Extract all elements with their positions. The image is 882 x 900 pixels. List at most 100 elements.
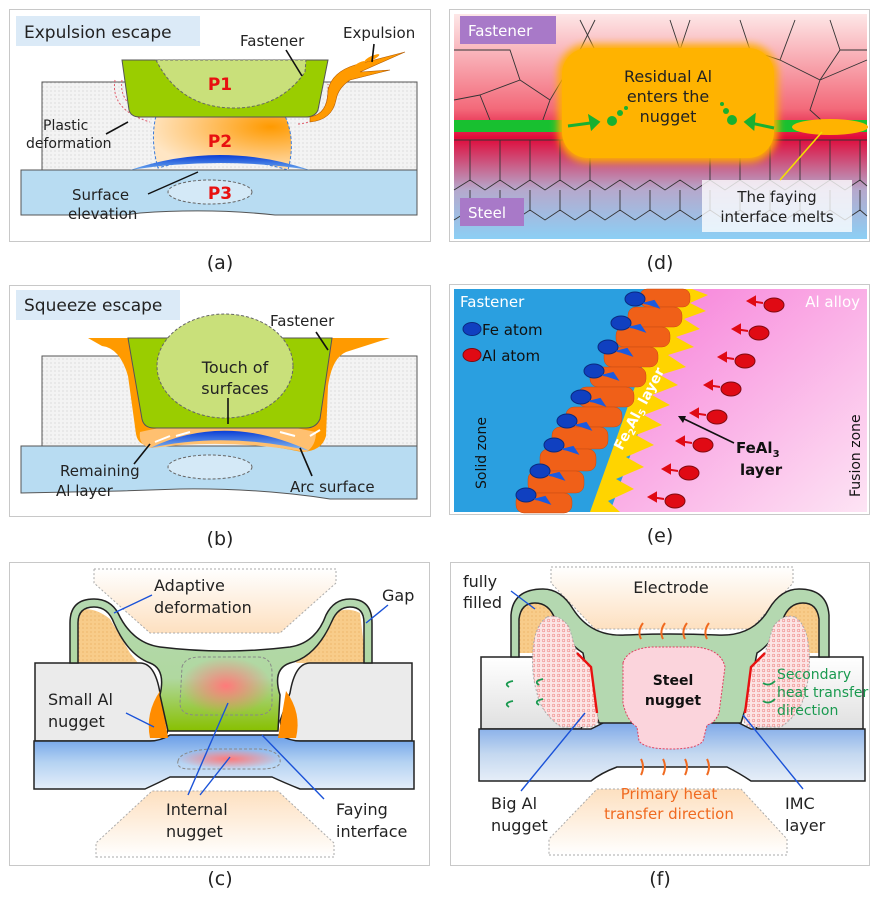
panel-title: Squeeze escape — [24, 296, 162, 316]
label-p2: P2 — [208, 132, 232, 152]
p1-region — [155, 59, 307, 109]
fastener-arrow — [285, 49, 303, 77]
caption-e: (e) — [646, 525, 674, 547]
steel-tag — [460, 198, 524, 226]
label-steel: Steel — [468, 204, 506, 222]
label-remaining-1: Remaining — [60, 462, 140, 480]
title-box — [16, 16, 200, 46]
label-fastener: Fastener — [468, 22, 533, 40]
right-al-sheet — [279, 662, 413, 742]
remaining-arrow — [133, 443, 151, 465]
title-box — [16, 290, 180, 320]
squeeze-arrows — [154, 429, 321, 443]
elevation-arrow — [147, 171, 199, 195]
label-internal-1: Internal — [166, 800, 228, 819]
faying-label-box — [702, 180, 852, 232]
label-al-atom: Al atom — [482, 347, 540, 365]
left-imc-layer — [576, 652, 599, 714]
fe-diffusion-arrows — [533, 299, 661, 505]
green-arrows — [567, 112, 775, 132]
label-gap: Gap — [382, 586, 414, 605]
fully-filled-arrow — [510, 590, 536, 610]
al-droplets — [607, 102, 737, 126]
arc-surface — [150, 430, 310, 451]
big-al-arrow — [520, 712, 586, 792]
right-imc-layer — [743, 652, 766, 714]
caption-c: (c) — [207, 868, 233, 890]
fe-atom-legend-icon — [462, 322, 482, 336]
fastener-core — [156, 313, 294, 419]
left-big-al-nugget — [532, 615, 599, 728]
label-fully: fully — [463, 572, 497, 591]
arc-arrow — [299, 447, 313, 477]
label-big-al-1: Big Al — [491, 794, 537, 813]
expulsion-arrow — [371, 43, 375, 63]
label-faying-1: The faying — [736, 188, 816, 206]
label-feal3: FeAl3 — [736, 439, 780, 460]
al-atom-legend-icon — [462, 348, 482, 362]
label-fusion-zone: Fusion zone — [848, 414, 864, 497]
label-faying-2: interface — [336, 822, 407, 841]
al-diffusion-arrows — [646, 295, 764, 503]
small-al-arrow — [125, 712, 155, 728]
label-filled-text: filled — [463, 593, 502, 612]
panel-a-expulsion-escape: Expulsion escape P1 P2 P3 Fastener Expul… — [9, 9, 431, 242]
label-primary-1: Primary heat — [621, 785, 718, 803]
label-arc-surface: Arc surface — [290, 478, 375, 496]
fastener-arrow — [315, 331, 329, 351]
label-primary-2: transfer direction — [604, 805, 734, 823]
panel-e-imc-formation: Fe atom Al atom Fastener Al alloy Solid … — [449, 284, 870, 515]
label-plastic: Plastic — [43, 118, 88, 134]
plastic-arrow — [105, 121, 129, 135]
label-feal3-layer: layer — [740, 461, 783, 479]
caption-a: (a) — [206, 252, 234, 274]
steel-core — [167, 454, 253, 480]
label-secondary-1: Secondary — [777, 667, 851, 683]
label-secondary-3: direction — [777, 703, 838, 719]
left-al-fill — [70, 609, 138, 663]
plastic-deformation-lines — [113, 79, 151, 123]
label-secondary-2: heat transfer — [777, 685, 869, 701]
al-atoms — [664, 297, 785, 509]
caption-f: (f) — [649, 868, 671, 890]
bottom-electrode — [548, 788, 788, 856]
label-expulsion: Expulsion — [343, 24, 415, 42]
label-residual-3: nugget — [640, 107, 697, 126]
caption-b: (b) — [206, 528, 234, 550]
p3-region — [167, 179, 253, 205]
expulsion-spray — [309, 51, 406, 123]
diagram-squeeze-escape: Squeeze escape Touch of surfaces Fastene… — [16, 290, 418, 500]
panel-f-heat-transfer: Steel nugget fully filled Electrode Seco… — [450, 562, 870, 866]
label-small-al-2: nugget — [48, 712, 105, 731]
label-solid-zone: Solid zone — [474, 417, 490, 489]
internal-nugget-fastener — [179, 656, 273, 716]
label-touch-1: Touch of — [201, 358, 269, 377]
feal3-layer — [590, 289, 708, 512]
faying-arrow — [261, 734, 325, 800]
label-big-al-2: nugget — [491, 816, 548, 835]
label-adaptive-2: deformation — [154, 598, 252, 617]
label-internal-2: nugget — [166, 822, 223, 841]
label-fe-atom: Fe atom — [482, 321, 543, 339]
label-p3: P3 — [208, 184, 232, 204]
secondary-heat-arrows — [505, 678, 776, 708]
diagram-residual-al: Residual Al enters the nugget Fastener S… — [453, 14, 868, 239]
label-fastener: Fastener — [270, 312, 335, 330]
label-surface: Surface — [72, 186, 129, 204]
label-deformation: deformation — [26, 136, 112, 152]
melted-interface — [792, 119, 868, 135]
right-small-al-nugget — [278, 691, 298, 738]
faying-arrow — [779, 131, 823, 181]
feal3-arrow — [679, 416, 735, 444]
label-elevation: elevation — [68, 205, 137, 223]
steel-nugget — [622, 646, 726, 750]
label-steel-nugget-2: nugget — [645, 693, 701, 709]
label-electrode: Electrode — [633, 578, 708, 597]
label-steel-nugget-1: Steel — [653, 673, 694, 689]
label-fastener: Fastener — [460, 293, 525, 311]
diagram-imc-formation: Fe atom Al atom Fastener Al alloy Solid … — [454, 288, 867, 514]
caption-d: (d) — [646, 252, 674, 274]
label-residual-2: enters the — [627, 87, 709, 106]
label-adaptive-1: Adaptive — [154, 576, 225, 595]
panel-d-residual-al: Residual Al enters the nugget Fastener S… — [449, 9, 870, 242]
